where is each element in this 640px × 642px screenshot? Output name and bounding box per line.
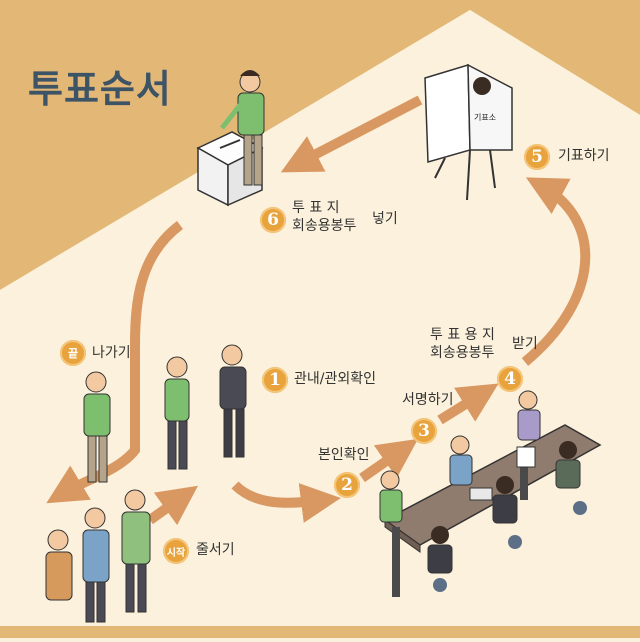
start-badge: 시작 [163,538,189,564]
end-label: 나가기 [92,345,131,361]
page-title: 투표순서 [28,67,172,111]
step-1-badge: 1 [262,367,288,393]
step-6-label-line1: 투 표 지 [292,200,340,216]
voter-leaving [83,371,111,483]
step-3-badge: 3 [411,418,437,444]
official-checking-id [219,344,247,458]
arrow-2-to-3 [359,438,419,483]
step-4-label-suffix: 받기 [512,336,538,352]
polling-staff [379,390,587,592]
step-4-label-line2: 회송용봉투 [430,344,495,361]
arrow-1-to-2 [231,481,341,523]
booth-sign: 기표소 [474,113,497,122]
arrow-5-to-6 [280,95,423,173]
arrow-start-to-1 [147,485,199,526]
step-2-label: 본인확인 [318,447,370,463]
voter-showing-id [164,356,190,470]
ballot-box [196,131,264,207]
voting-booth [424,63,513,201]
start-label: 줄서기 [196,542,235,558]
arrow-3-to-4 [437,383,499,425]
step-6-label-suffix: 넣기 [372,211,398,227]
step-6-label: 투 표 지 회송용봉투 [292,200,356,235]
voter-inserting-ballot [220,70,265,186]
step-3-label: 서명하기 [402,392,454,408]
end-badge: 끝 [60,340,86,366]
step-5-label: 기표하기 [558,148,610,164]
step-6-badge: 6 [260,207,286,233]
wall-backdrop [0,0,640,290]
bottom-border [0,626,640,638]
step-1-label: 관내/관외확인 [294,371,376,387]
step-2-badge: 2 [334,472,360,498]
step-4-label: 투 표 용 지 회송용봉투 [430,327,495,362]
step-6-label-line2: 회송용봉투 [292,217,357,234]
arrow-4-to-5 [521,177,591,366]
polling-table [383,424,602,597]
waiting-line [45,489,151,623]
step-4-label-line1: 투 표 용 지 [430,327,495,343]
step-4-badge: 4 [497,366,523,392]
step-5-badge: 5 [524,144,550,170]
